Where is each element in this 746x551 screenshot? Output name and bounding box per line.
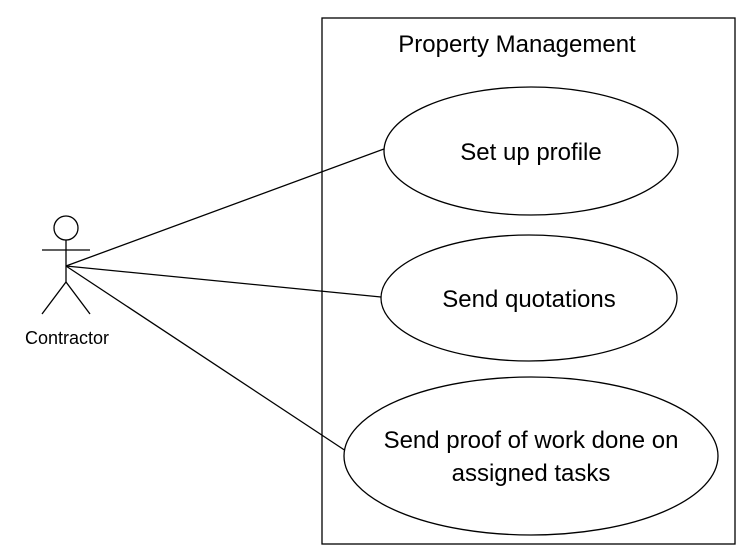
system-boundary	[321, 17, 736, 545]
actor-head	[53, 215, 79, 241]
use-case-ellipse	[380, 234, 678, 362]
actor-label: Contractor	[25, 328, 109, 348]
use-case-ellipse	[383, 86, 679, 216]
actor-right-leg	[65, 281, 91, 315]
use-case-set-up-profile: Set up profile	[383, 86, 679, 216]
use-case-label-line-2: assigned tasks	[452, 460, 611, 487]
use-case-send-proof-of-work: Send proof of work done on assigned task…	[343, 376, 719, 536]
actor-figure	[41, 215, 91, 315]
association-set-up-profile	[65, 148, 385, 267]
use-case-label-line-1: Send proof of work done on	[384, 427, 679, 454]
association-send-quotations	[65, 265, 382, 298]
use-case-send-quotations: Send quotations	[380, 234, 678, 362]
use-case-ellipse	[343, 376, 719, 536]
actor-left-leg	[41, 281, 67, 315]
system-title: Property Management	[398, 31, 636, 58]
association-send-proof	[65, 265, 353, 456]
associations	[65, 148, 385, 456]
use-case-label: Set up profile	[460, 139, 601, 166]
use-case-label: Send quotations	[442, 286, 615, 313]
